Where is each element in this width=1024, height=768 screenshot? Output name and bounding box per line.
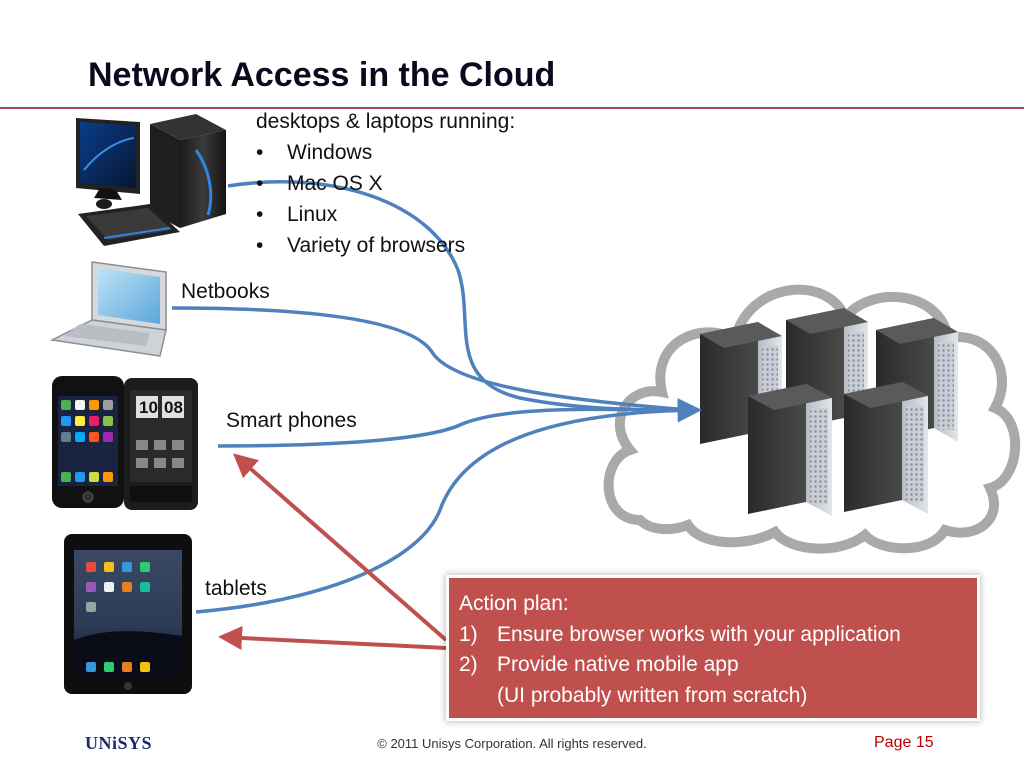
smartphone-icon: 10 08 — [52, 376, 198, 510]
bullet: • — [256, 203, 264, 226]
connector-smart-phones — [217, 407, 691, 448]
unisys-logo: UNiSYS — [85, 733, 153, 753]
smart-phones-label: Smart phones — [226, 409, 357, 432]
list-item: • Variety of browsers — [256, 230, 515, 261]
action-step: 1) Ensure browser works with your applic… — [459, 620, 967, 651]
action-step: (UI probably written from scratch) — [459, 681, 967, 712]
phone-clock-hours: 10 — [139, 398, 158, 417]
list-item-text: Variety of browsers — [287, 234, 466, 257]
tablets-label: tablets — [205, 577, 267, 600]
desktops-heading: desktops & laptops running: — [256, 110, 516, 133]
laptop-icon — [49, 261, 167, 357]
list-item: • Mac OS X — [256, 168, 515, 199]
action-step-text: Ensure browser works with your applicati… — [497, 622, 901, 646]
list-item: • Windows — [256, 137, 515, 168]
netbooks-label: Netbooks — [181, 280, 270, 303]
desktops-text-block: desktops & laptops running: • Windows • Ma… — [256, 106, 515, 261]
list-item-text: Windows — [287, 141, 373, 164]
action-plan-heading: Action plan: — [459, 592, 569, 615]
page-title: Network Access in the Cloud — [88, 56, 556, 94]
bullet: • — [256, 141, 264, 164]
action-step: 2) Provide native mobile app — [459, 650, 967, 681]
title-divider — [0, 107, 1024, 109]
list-item-text: Linux — [287, 203, 338, 226]
desktop-computer-icon — [76, 114, 226, 246]
arrow-to-smart-phones — [232, 453, 448, 642]
phone-clock-minutes: 08 — [164, 398, 183, 417]
connector-tablets — [195, 398, 703, 614]
bullet: • — [256, 234, 264, 257]
action-plan-box: Action plan: 1) Ensure browser works wit… — [449, 578, 977, 718]
connector-netbooks — [171, 306, 691, 412]
arrow-to-tablets — [218, 625, 447, 650]
tablet-icon — [64, 534, 192, 694]
list-item: • Linux — [256, 199, 515, 230]
blue-connectors — [171, 180, 703, 614]
cloud-servers-icon — [603, 284, 1020, 554]
page-number: Page 15 — [874, 734, 934, 751]
bullet: • — [256, 172, 264, 195]
action-step-number: 1) — [459, 622, 478, 646]
copyright-text: © 2011 Unisys Corporation. All rights re… — [377, 736, 647, 751]
list-item-text: Mac OS X — [287, 172, 383, 195]
action-step-text: (UI probably written from scratch) — [497, 683, 808, 707]
red-arrows — [218, 453, 448, 650]
action-step-number: 2) — [459, 653, 478, 676]
os-bullet-list: • Windows • Mac OS X • Linux • Variety of br… — [256, 137, 515, 261]
action-step-text: Provide native mobile app — [497, 653, 739, 676]
